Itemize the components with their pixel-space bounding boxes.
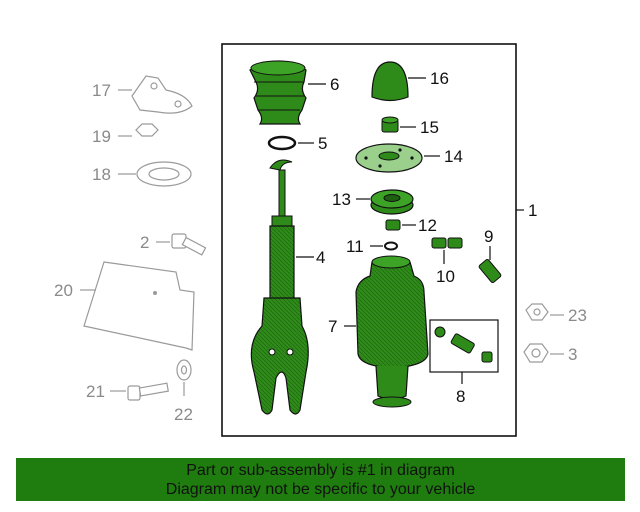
banner-line-1: Part or sub-assembly is #1 in diagram (186, 462, 455, 479)
part-11-washer[interactable] (384, 241, 398, 251)
banner-line-2: Diagram may not be specific to your vehi… (165, 481, 476, 498)
info-banner: Part or sub-assembly is #1 in diagram Di… (16, 458, 625, 501)
part-2-bolt[interactable] (171, 233, 207, 256)
part-7-air-spring[interactable] (355, 255, 429, 408)
callout-10: 10 (436, 267, 455, 286)
callout-18: 18 (92, 165, 111, 184)
callout-9: 9 (484, 227, 493, 246)
part-18-gasket[interactable] (136, 161, 192, 187)
part-20-shield[interactable] (83, 261, 195, 351)
callout-1: 1 (528, 201, 537, 220)
part-8-valve-kit[interactable] (429, 319, 499, 373)
callout-14: 14 (444, 147, 463, 166)
callout-8: 8 (456, 387, 465, 406)
callout-19: 19 (92, 127, 111, 146)
part-13-bearing[interactable] (370, 189, 414, 215)
part-17-bracket[interactable] (131, 75, 193, 114)
callout-2: 2 (140, 233, 149, 252)
part-9-fitting[interactable] (478, 259, 502, 284)
callout-15: 15 (420, 118, 439, 137)
part-22-washer[interactable] (176, 359, 192, 381)
part-21-bolt[interactable] (127, 382, 169, 401)
part-15-nut[interactable] (381, 116, 399, 133)
callout-16: 16 (430, 69, 449, 88)
callout-11: 11 (346, 237, 364, 256)
callout-22: 22 (174, 405, 193, 424)
part-4-strut[interactable] (250, 159, 309, 415)
assembly-frame (221, 43, 517, 437)
callout-5: 5 (318, 134, 327, 153)
callout-21: 21 (86, 382, 105, 401)
callout-13: 13 (332, 190, 351, 209)
parts-diagram: 1 6 5 4 16 15 14 13 12 11 10 9 7 8 17 19… (54, 43, 587, 437)
part-6-dust-boot[interactable] (249, 60, 307, 125)
callout-17: 17 (92, 81, 111, 100)
callout-6: 6 (330, 75, 339, 94)
part-10-valve[interactable] (431, 237, 463, 249)
callout-12: 12 (418, 216, 437, 235)
part-16-cap[interactable] (371, 61, 409, 102)
part-19-nut[interactable] (135, 123, 159, 137)
callout-7: 7 (328, 317, 337, 336)
callout-3: 3 (568, 345, 577, 364)
part-12-nut[interactable] (385, 219, 401, 231)
part-14-plate[interactable] (355, 143, 423, 173)
callout-23: 23 (568, 306, 587, 325)
part-23-nut[interactable] (525, 303, 549, 321)
part-20-hole (153, 291, 157, 295)
callout-4: 4 (316, 248, 325, 267)
part-3-nut[interactable] (523, 343, 549, 363)
callout-20: 20 (54, 281, 73, 300)
part-5-ring[interactable] (267, 135, 297, 151)
